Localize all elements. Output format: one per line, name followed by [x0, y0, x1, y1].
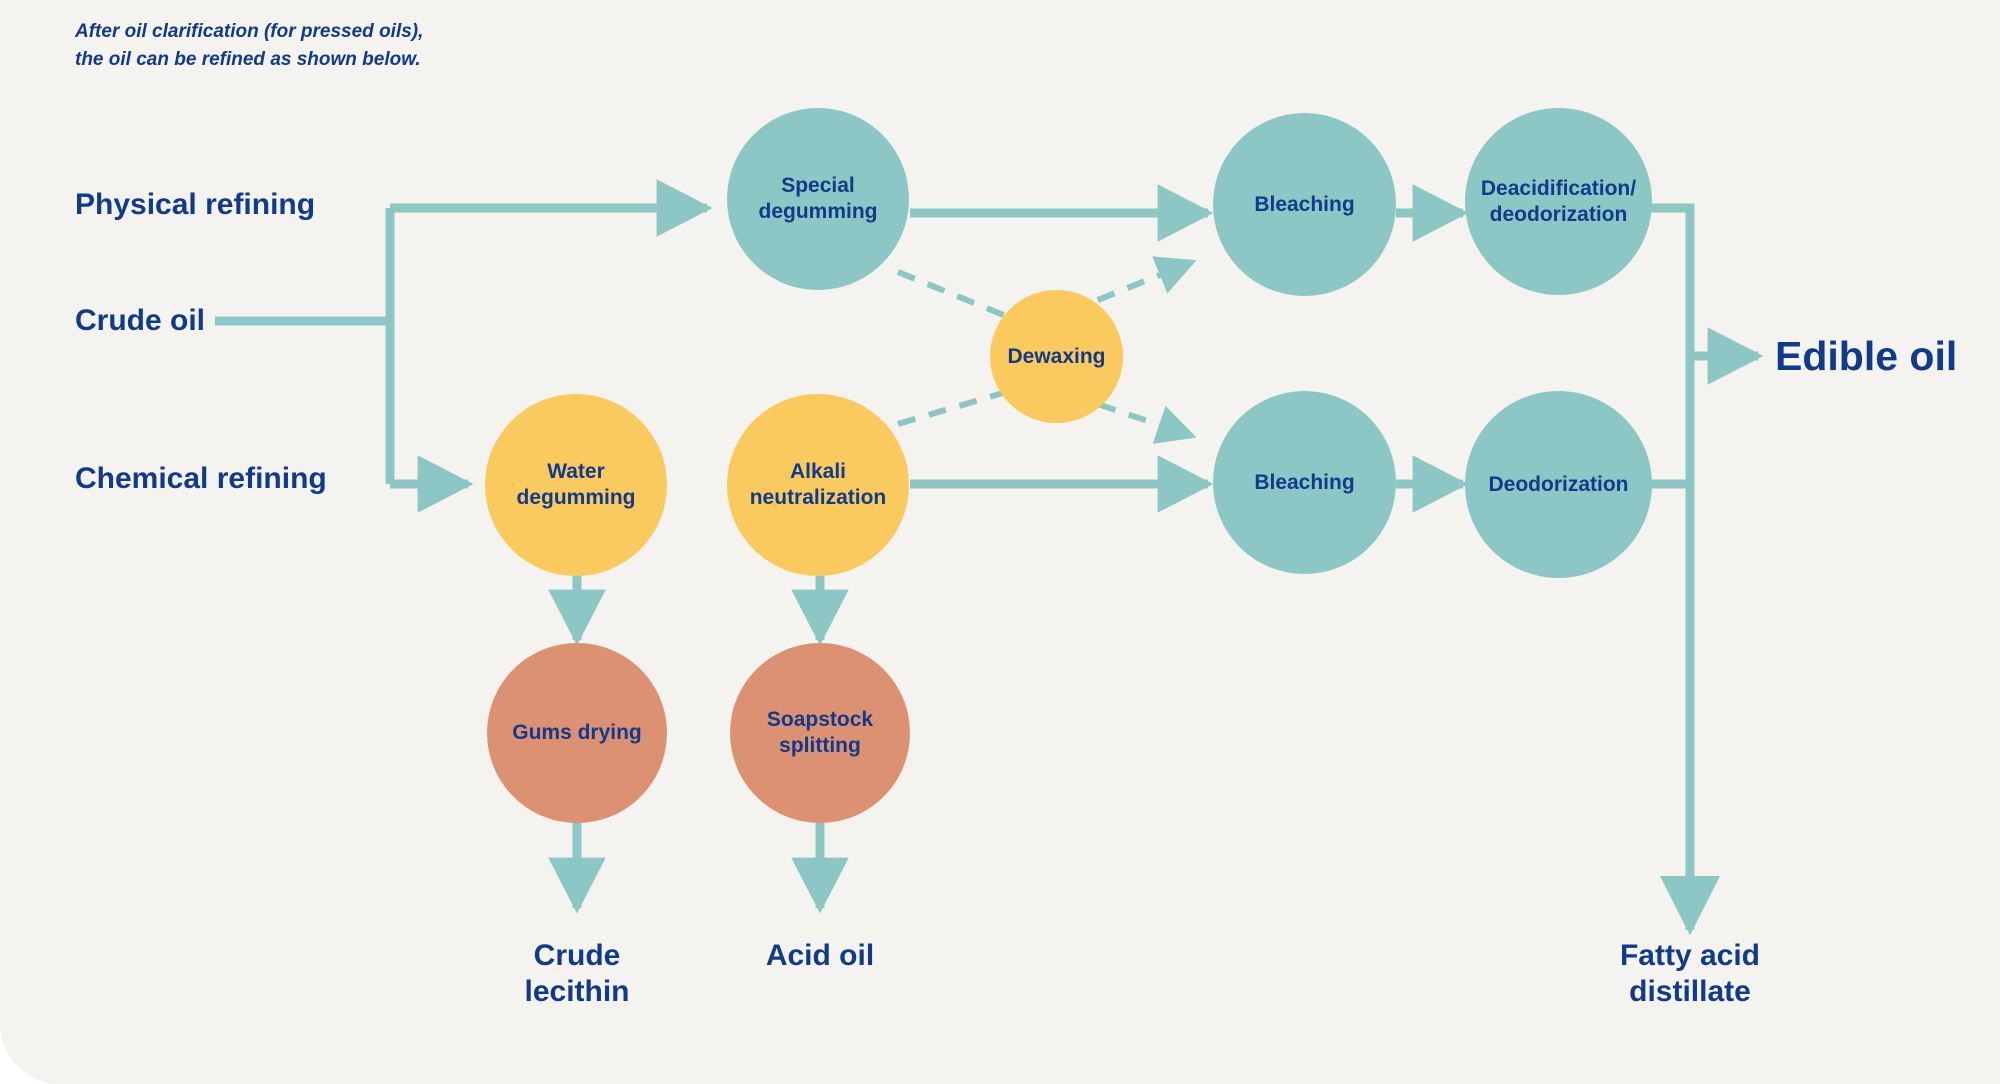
label-chemical-refining: Chemical refining	[75, 462, 327, 495]
node-label: Alkali neutralization	[749, 460, 887, 509]
label-acid-oil: Acid oil	[765, 939, 875, 972]
node-label: Bleaching	[1254, 192, 1355, 216]
label-crude-oil: Crude oil	[75, 304, 206, 337]
node-label: Deodorization	[1488, 472, 1629, 496]
node-label: Dewaxing	[1007, 344, 1106, 368]
edge-specialdegumming-to-dewaxing	[896, 269, 1008, 319]
node-deodorization[interactable]: Deodorization	[1465, 391, 1652, 578]
node-alkali-neutralization[interactable]: Alkali neutralization	[727, 394, 909, 576]
node-label: Bleaching	[1254, 470, 1355, 494]
node-water-degumming[interactable]: Water degumming	[485, 394, 667, 576]
node-label: Deacidification/ deodorization	[1480, 176, 1637, 226]
edge-dewaxing-to-bleaching-bottom	[1067, 391, 1197, 444]
node-label: Gums drying	[512, 721, 642, 745]
label-physical-refining: Physical refining	[75, 188, 316, 221]
edge-dewaxing-to-bleaching-top	[1066, 256, 1197, 315]
node-deacidification-deodorization[interactable]: Deacidification/ deodorization	[1465, 108, 1652, 295]
caption-text: After oil clarification (for pressed oil…	[75, 21, 424, 70]
node-label: Water degumming	[516, 460, 636, 509]
label-fatty-acid-distillate: Fatty acid distillate	[1619, 939, 1761, 1008]
node-bleaching-top[interactable]: Bleaching	[1213, 113, 1396, 296]
node-label: Special degumming	[758, 174, 878, 223]
edge-right-trunk-top	[1588, 203, 1695, 930]
node-label: Soapstock splitting	[766, 708, 874, 757]
node-soapstock-splitting[interactable]: Soapstock splitting	[730, 643, 910, 823]
label-edible-oil: Edible oil	[1775, 333, 1958, 379]
node-gums-drying[interactable]: Gums drying	[487, 643, 667, 823]
edge-alkali-to-dewaxing	[897, 389, 1007, 427]
label-crude-lecithin: Crude lecithin	[524, 939, 630, 1008]
node-dewaxing[interactable]: Dewaxing	[990, 290, 1123, 423]
node-bleaching-bottom[interactable]: Bleaching	[1213, 391, 1396, 574]
node-special-degumming[interactable]: Special degumming	[727, 108, 909, 290]
